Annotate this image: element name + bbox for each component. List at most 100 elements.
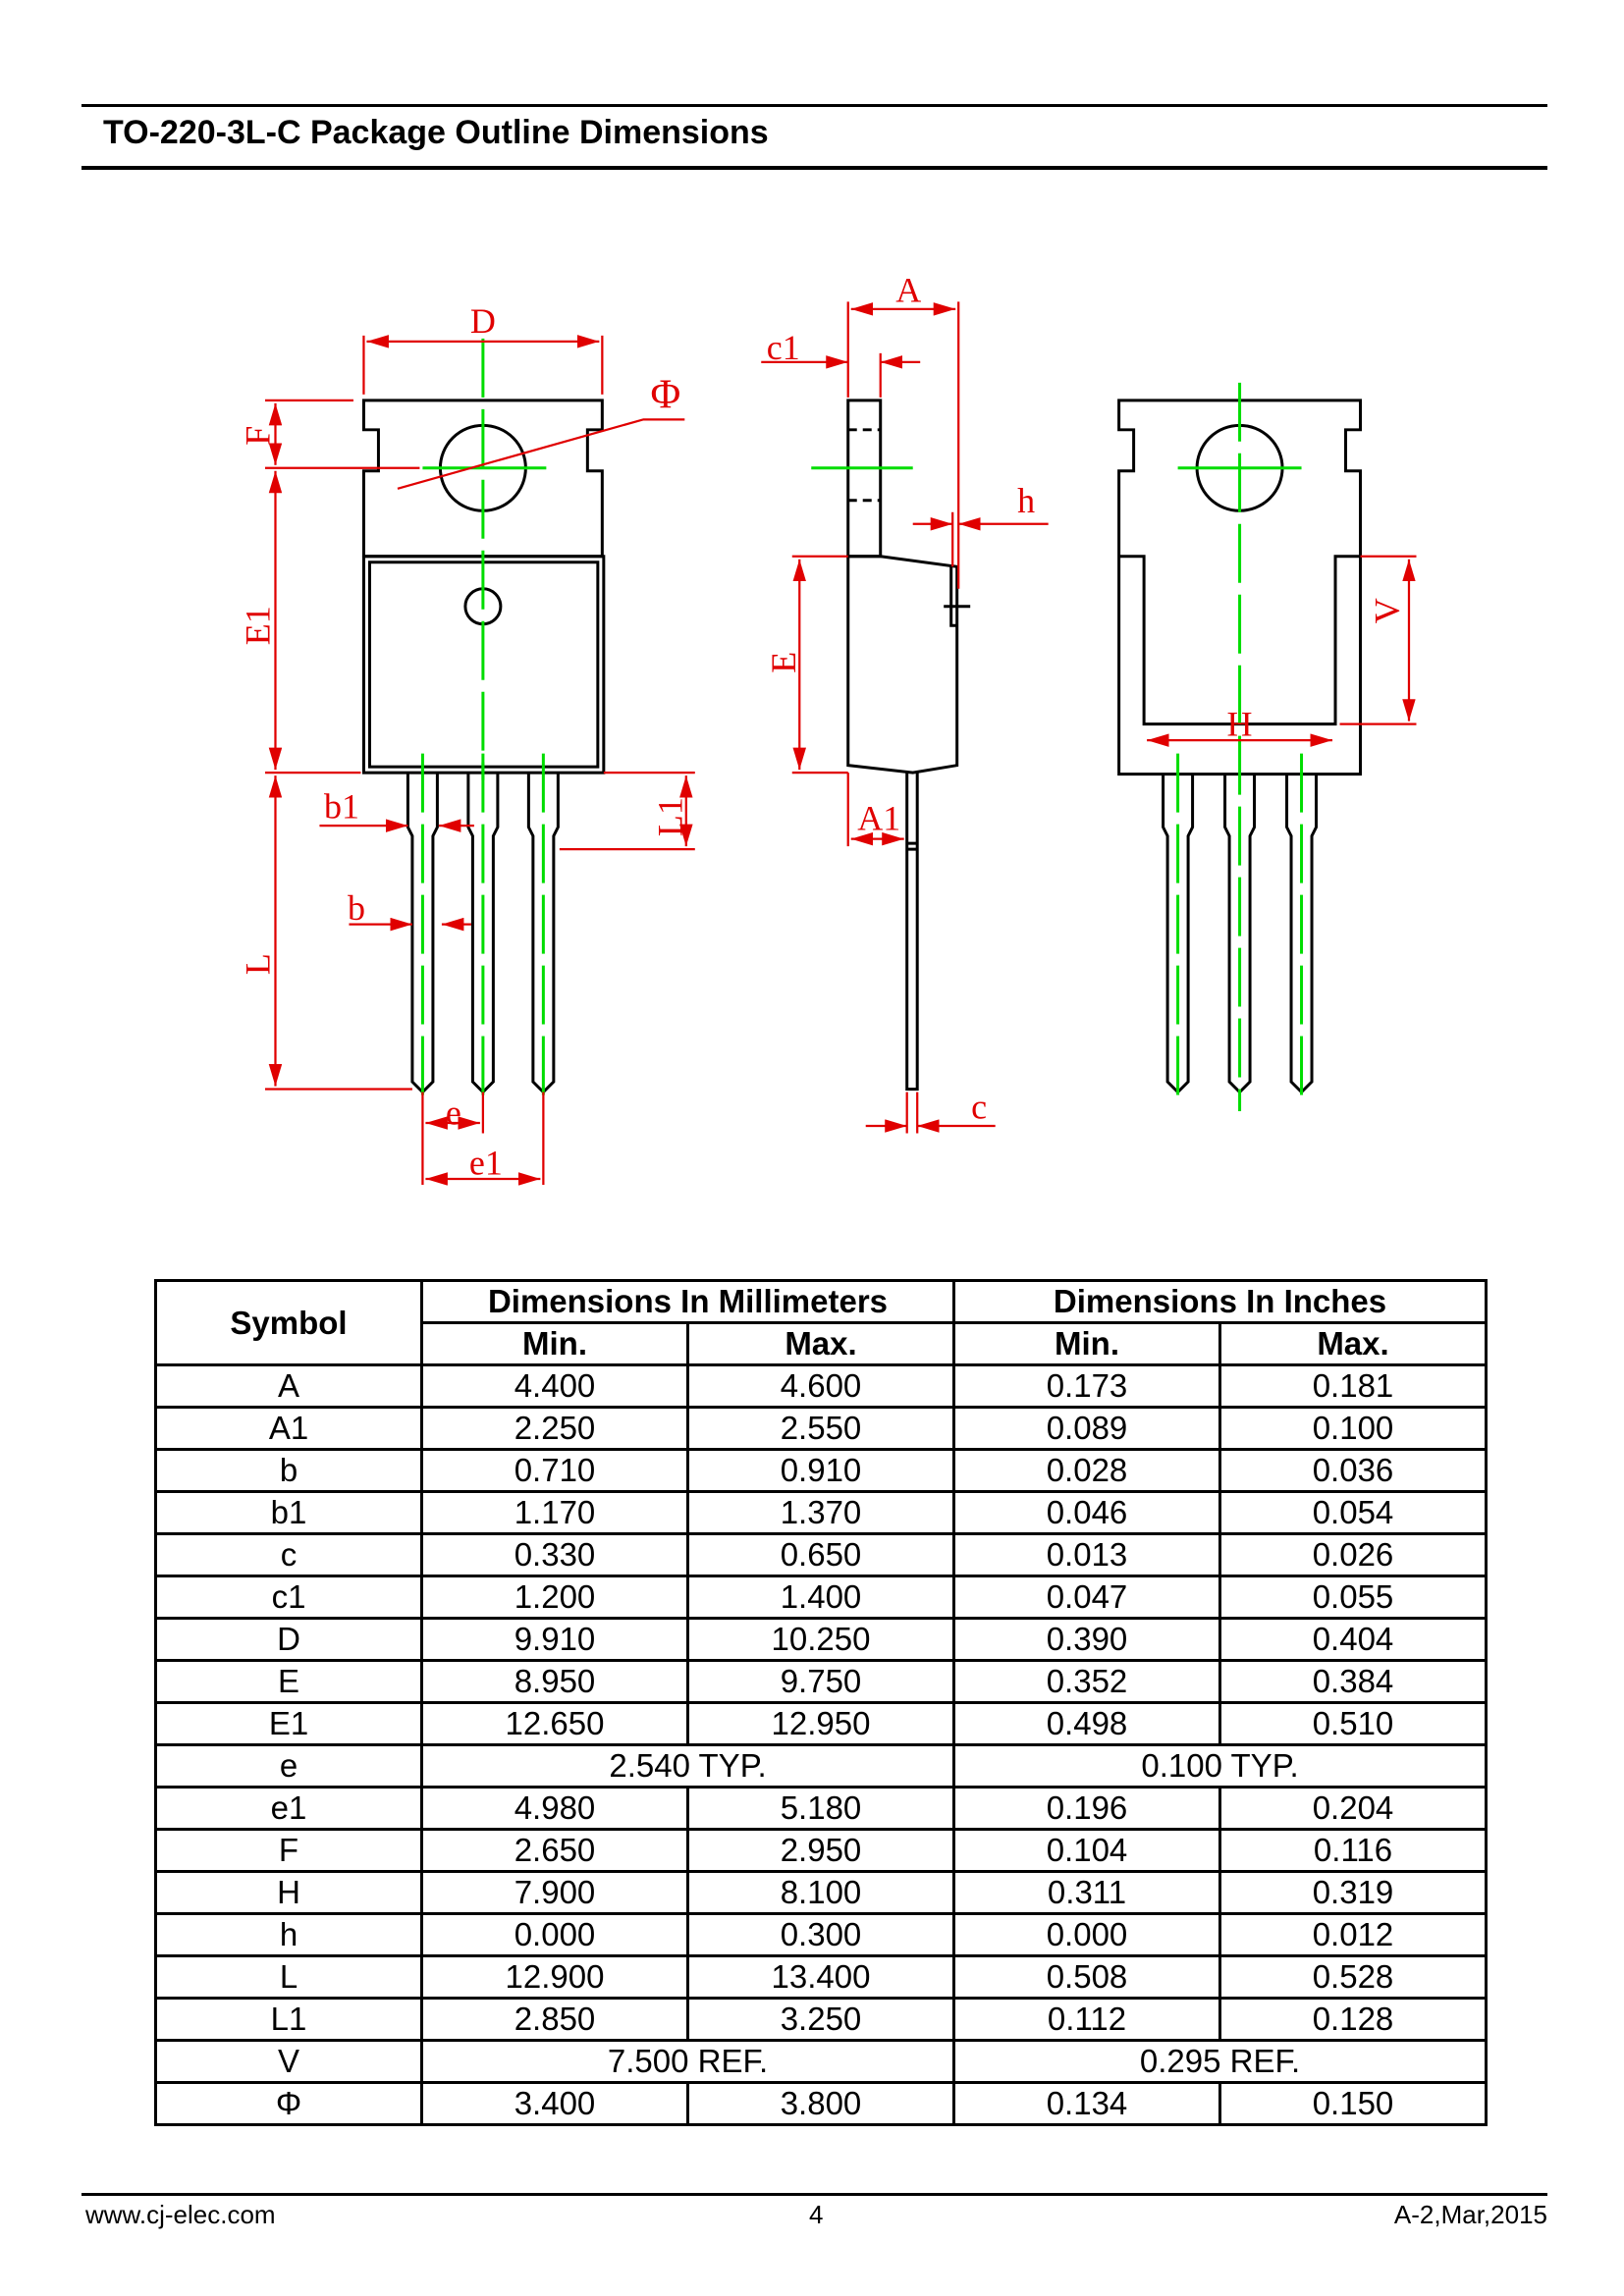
label-b1: b1 <box>324 787 359 827</box>
value-cell: 0.055 <box>1218 1575 1488 1620</box>
symbol-cell: c <box>154 1532 423 1577</box>
value-cell: 0.100 TYP. <box>952 1743 1488 1789</box>
value-cell: 0.528 <box>1218 1954 1488 2000</box>
value-cell: 1.170 <box>420 1490 689 1535</box>
value-cell: 0.498 <box>952 1701 1221 1746</box>
value-cell: 12.900 <box>420 1954 689 2000</box>
value-cell: 0.319 <box>1218 1870 1488 1915</box>
value-cell: 0.026 <box>1218 1532 1488 1577</box>
value-cell: 3.250 <box>686 1997 955 2042</box>
value-cell: 0.036 <box>1218 1448 1488 1493</box>
value-cell: 0.181 <box>1218 1363 1488 1409</box>
front-dimensions <box>264 335 695 1186</box>
value-cell: 8.950 <box>420 1659 689 1704</box>
value-cell: 0.404 <box>1218 1617 1488 1662</box>
value-cell: 4.600 <box>686 1363 955 1409</box>
value-cell: 8.100 <box>686 1870 955 1915</box>
header-mm-max: Max. <box>686 1321 955 1366</box>
dimensions-table: Symbol Dimensions In Millimeters Dimensi… <box>154 1279 1488 2126</box>
value-cell: 0.196 <box>952 1786 1221 1831</box>
value-cell: 0.390 <box>952 1617 1221 1662</box>
value-cell: 0.295 REF. <box>952 2039 1488 2084</box>
value-cell: 0.150 <box>1218 2081 1488 2126</box>
value-cell: 0.028 <box>952 1448 1221 1493</box>
header-mm-min: Min. <box>420 1321 689 1366</box>
label-e1: e1 <box>469 1143 503 1182</box>
footer-rule <box>81 2193 1547 2196</box>
symbol-cell: D <box>154 1617 423 1662</box>
label-c1: c1 <box>767 328 800 367</box>
symbol-cell: Φ <box>154 2081 423 2126</box>
value-cell: 2.250 <box>420 1406 689 1451</box>
header-symbol: Symbol <box>154 1279 423 1366</box>
value-cell: 3.400 <box>420 2081 689 2126</box>
value-cell: 0.134 <box>952 2081 1221 2126</box>
value-cell: 0.330 <box>420 1532 689 1577</box>
symbol-cell: e1 <box>154 1786 423 1831</box>
header-top-rule <box>81 104 1547 107</box>
label-V: V <box>1367 598 1406 623</box>
value-cell: 3.800 <box>686 2081 955 2126</box>
value-cell: 0.173 <box>952 1363 1221 1409</box>
symbol-cell: H <box>154 1870 423 1915</box>
label-D: D <box>470 301 496 341</box>
value-cell: 2.550 <box>686 1406 955 1451</box>
value-cell: 0.047 <box>952 1575 1221 1620</box>
page-title: TO-220-3L-C Package Outline Dimensions <box>103 114 769 151</box>
value-cell: 0.204 <box>1218 1786 1488 1831</box>
header-bottom-rule <box>81 166 1547 170</box>
value-cell: 0.352 <box>952 1659 1221 1704</box>
symbol-cell: L1 <box>154 1997 423 2042</box>
label-L: L <box>238 953 277 975</box>
value-cell: 0.112 <box>952 1997 1221 2042</box>
header-millimeters: Dimensions In Millimeters <box>420 1279 955 1324</box>
side-view <box>846 399 971 1092</box>
header-inches: Dimensions In Inches <box>952 1279 1488 1324</box>
value-cell: 0.510 <box>1218 1701 1488 1746</box>
label-c: c <box>971 1088 987 1127</box>
label-phi: Φ <box>650 372 680 417</box>
back-dimensions <box>1147 555 1417 747</box>
value-cell: 0.710 <box>420 1448 689 1493</box>
symbol-cell: L <box>154 1954 423 2000</box>
value-cell: 9.910 <box>420 1617 689 1662</box>
side-labels: A c1 h E A1 c <box>764 270 1035 1126</box>
value-cell: 0.100 <box>1218 1406 1488 1451</box>
value-cell: 7.500 REF. <box>420 2039 955 2084</box>
symbol-cell: b <box>154 1448 423 1493</box>
symbol-cell: e <box>154 1743 423 1789</box>
value-cell: 0.013 <box>952 1532 1221 1577</box>
header-in-max: Max. <box>1218 1321 1488 1366</box>
value-cell: 2.650 <box>420 1828 689 1873</box>
side-dimensions <box>761 301 1049 1134</box>
symbol-cell: F <box>154 1828 423 1873</box>
symbol-cell: c1 <box>154 1575 423 1620</box>
value-cell: 0.000 <box>952 1912 1221 1957</box>
label-E: E <box>764 652 803 673</box>
value-cell: 0.650 <box>686 1532 955 1577</box>
label-A: A <box>895 270 921 309</box>
value-cell: 0.128 <box>1218 1997 1488 2042</box>
back-centerlines <box>1176 382 1304 1112</box>
footer-website: www.cj-elec.com <box>85 2200 276 2229</box>
value-cell: 7.900 <box>420 1870 689 1915</box>
value-cell: 13.400 <box>686 1954 955 2000</box>
value-cell: 1.370 <box>686 1490 955 1535</box>
symbol-cell: E <box>154 1659 423 1704</box>
value-cell: 1.400 <box>686 1575 955 1620</box>
value-cell: 0.012 <box>1218 1912 1488 1957</box>
